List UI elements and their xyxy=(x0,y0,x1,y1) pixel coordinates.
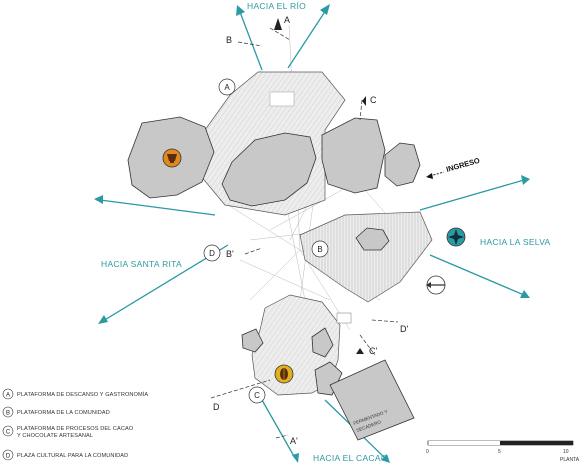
label-east: HACIA LA SELVA xyxy=(480,237,551,247)
svg-text:B: B xyxy=(317,245,322,254)
legend-item-a: A PLATAFORMA DE DESCANSO Y GASTRONOMÍA xyxy=(2,388,148,400)
platform-c xyxy=(241,294,352,396)
scale-tick-0: 0 xyxy=(426,449,429,455)
zone-marker-c: C xyxy=(248,386,266,404)
legend: A PLATAFORMA DE DESCANSO Y GASTRONOMÍA B… xyxy=(2,388,148,461)
svg-text:A: A xyxy=(6,393,10,399)
label-west: HACIA SANTA RITA xyxy=(101,259,182,269)
svg-text:PLAZA CULTURAL PARA LA COMUNID: PLAZA CULTURAL PARA LA COMUNIDAD xyxy=(17,453,128,459)
fermentado-building: FERMENTADO Y SECADERO xyxy=(329,359,415,441)
svg-text:PLATAFORMA DE PROCESOS DEL CAC: PLATAFORMA DE PROCESOS DEL CACAO xyxy=(17,426,134,432)
svg-text:PLATAFORMA DE DESCANSO Y GASTR: PLATAFORMA DE DESCANSO Y GASTRONOMÍA xyxy=(17,391,148,398)
scale-label: PLANTA xyxy=(560,457,580,463)
zone-marker-b: B xyxy=(311,240,329,258)
cut-b-top: B xyxy=(226,35,232,45)
cut-d-right: D' xyxy=(400,324,408,334)
svg-text:C: C xyxy=(254,391,260,400)
svg-text:D: D xyxy=(6,454,11,460)
legend-item-d: D PLAZA CULTURAL PARA LA COMUNIDAD xyxy=(2,449,128,461)
legend-item-b: B PLATAFORMA DE LA COMUNIDAD xyxy=(2,406,110,418)
ingreso-marker: INGRESO xyxy=(426,156,481,179)
svg-text:A: A xyxy=(224,83,230,92)
gastronomy-icon xyxy=(162,148,182,168)
zone-marker-a: A xyxy=(218,78,236,96)
svg-text:D: D xyxy=(209,249,215,258)
legend-item-c: C PLATAFORMA DE PROCESOS DEL CACAO Y CHO… xyxy=(2,425,134,439)
rocks xyxy=(127,116,421,207)
svg-text:Y CHOCOLATE ARTESANAL: Y CHOCOLATE ARTESANAL xyxy=(17,433,93,439)
cut-a-top: A xyxy=(284,15,290,25)
svg-text:B: B xyxy=(6,411,10,417)
section-cuts xyxy=(210,18,399,439)
cut-c-top: C xyxy=(370,95,377,105)
scale-tick-5: 5 xyxy=(498,449,501,455)
svg-text:PLATAFORMA DE LA COMUNIDAD: PLATAFORMA DE LA COMUNIDAD xyxy=(17,410,110,416)
community-icon xyxy=(446,227,466,247)
cacao-icon xyxy=(274,364,294,384)
scale-tick-10: 10 xyxy=(563,449,569,455)
platform-b xyxy=(299,211,433,303)
ingreso-label: INGRESO xyxy=(445,156,481,174)
north-arrow-icon xyxy=(426,275,446,295)
cut-d-left: D xyxy=(213,402,220,412)
label-north: HACIA EL RÍO xyxy=(247,1,306,11)
scale-bar: 0 5 10 PLANTA xyxy=(426,440,580,463)
direction-arrows xyxy=(94,4,530,463)
cut-b-bottom: B' xyxy=(226,249,234,259)
svg-text:C: C xyxy=(6,430,11,436)
cut-c-bottom: C' xyxy=(369,346,377,356)
label-south: HACIA EL CACAO xyxy=(313,453,388,463)
zone-marker-d: D xyxy=(203,244,221,262)
cut-a-bottom: A' xyxy=(290,436,298,446)
